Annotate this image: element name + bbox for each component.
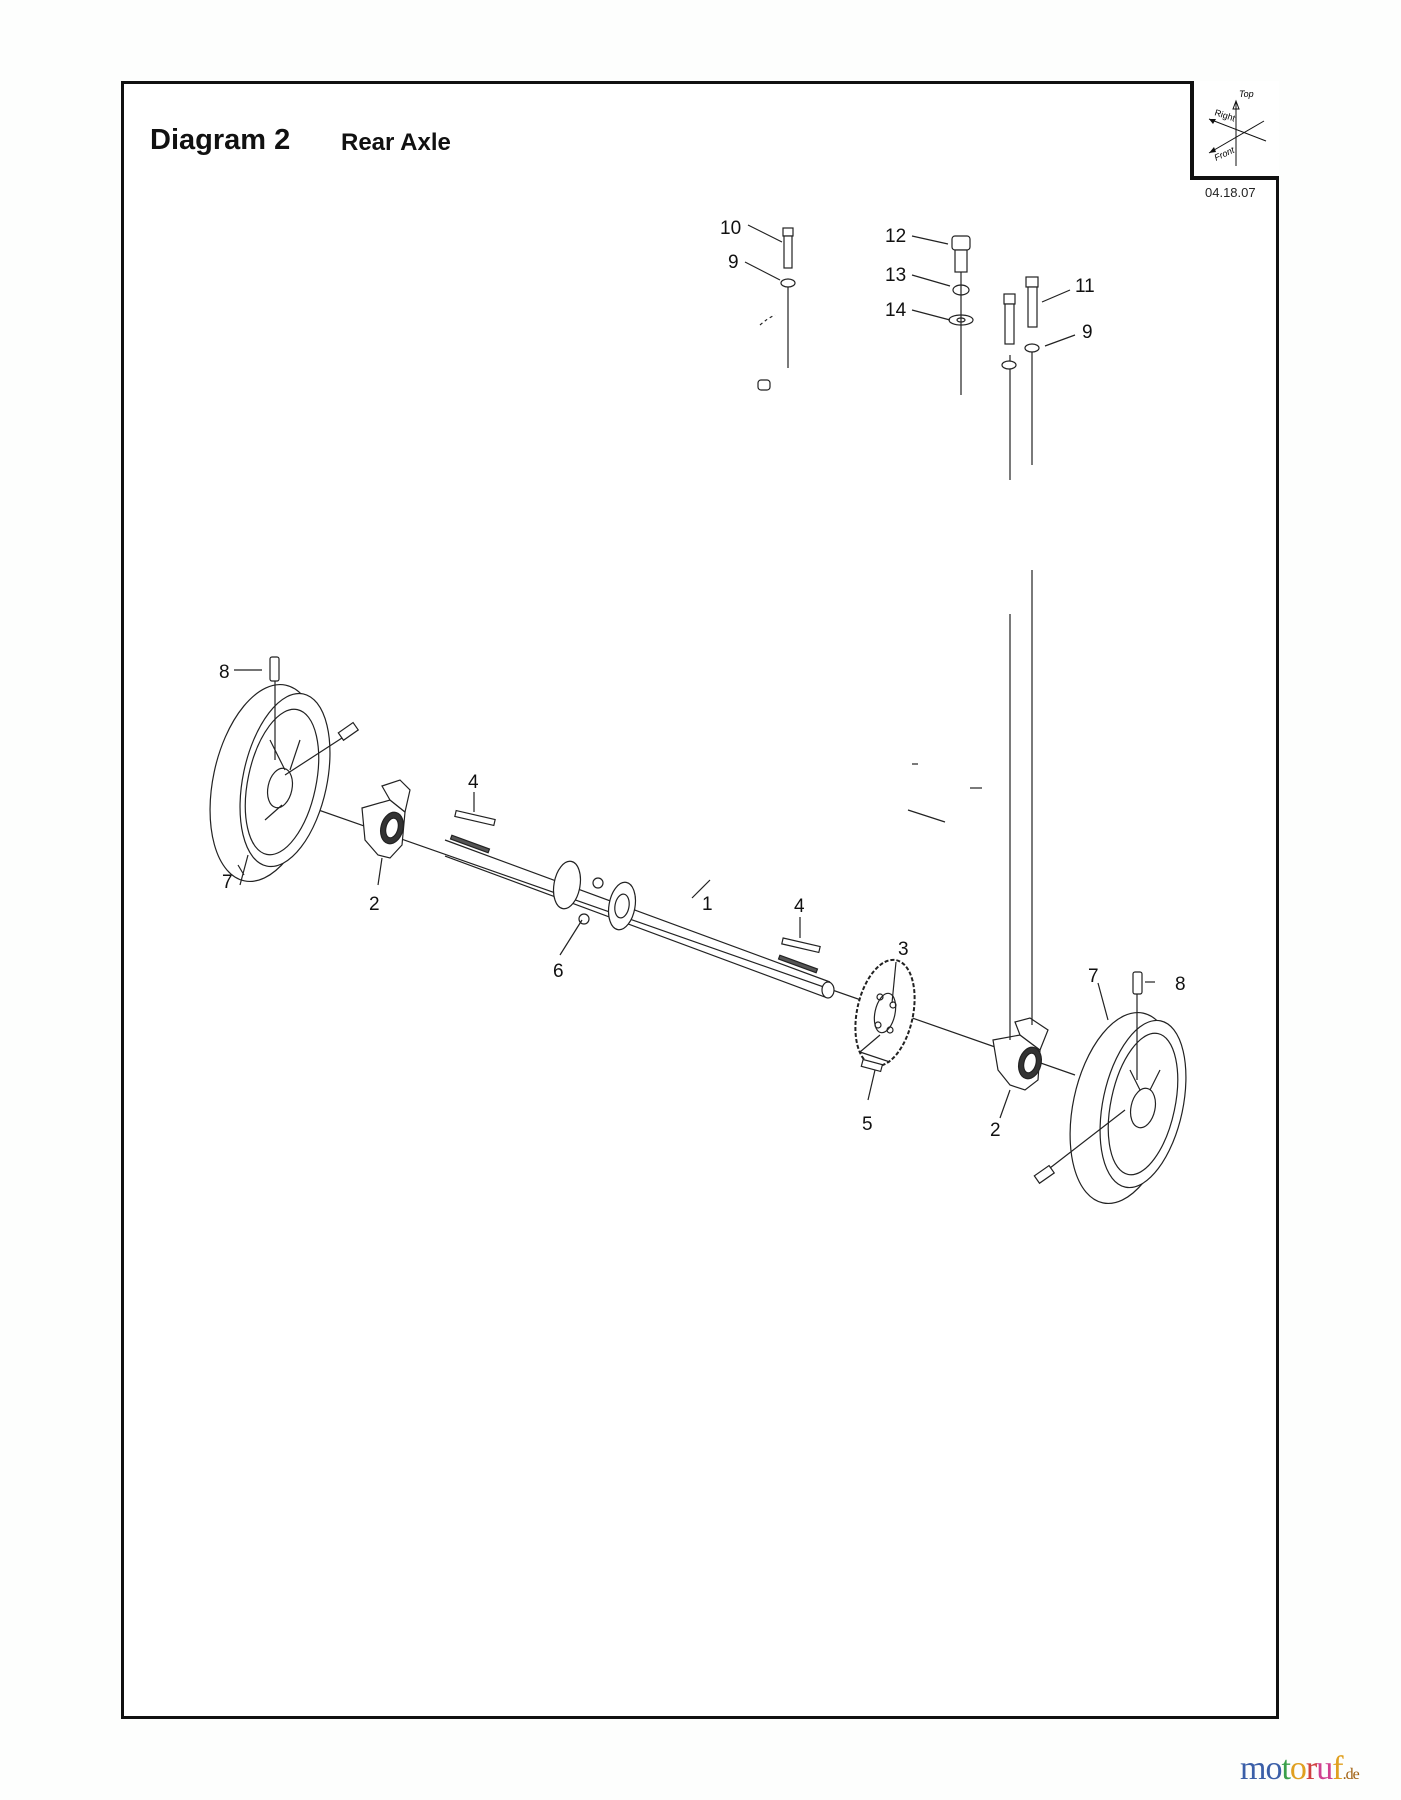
callout-8-left: 8 [219,662,230,683]
nut-icon [592,877,604,889]
callout-5: 5 [862,1114,873,1135]
callout-4-right: 4 [794,896,805,917]
callout-9-left: 9 [728,252,739,273]
axis-orientation-icon: Top Right Front [1208,89,1267,166]
callout-14: 14 [885,300,907,321]
callout-10: 10 [720,218,741,239]
key-left-icon [454,792,496,827]
callout-4-left: 4 [468,772,479,793]
watermark-letter: r [1305,1750,1317,1787]
callout-9-right: 9 [1082,322,1093,343]
callout-12: 12 [885,226,906,247]
watermark-letter: u [1316,1750,1333,1787]
bolt-icon [859,1034,891,1073]
bolt-10-icon [757,227,796,391]
callout-2-left: 2 [369,894,380,915]
date-code: 04.18.07 [1205,185,1256,200]
callout-7-right: 7 [1088,966,1099,987]
coupling-flange-icon [552,860,637,931]
diagram-frame [121,81,1279,1719]
watermark-letter: f [1332,1750,1343,1787]
watermark-logo: motoruf.de [1240,1750,1360,1788]
watermark-letter: t [1281,1750,1291,1787]
set-screw-right-icon [1033,1109,1126,1185]
bolt-12-icon [948,235,974,395]
pin-left-icon [269,656,280,760]
bearing-housing-right-icon [992,1017,1049,1091]
pin-right-icon [1132,971,1143,1080]
key-right-icon [781,917,821,954]
watermark-suffix: .de [1342,1766,1360,1783]
wheel-right-icon [1069,1011,1187,1205]
wheel-left-icon [209,683,331,883]
bolt-11-icon [1024,276,1040,353]
callout-3: 3 [898,939,909,960]
sprocket-icon [854,958,916,1068]
watermark-letter: o [1265,1750,1282,1787]
axle-shaft-icon [444,834,835,999]
bolt-11-icon [1001,293,1017,370]
callout-7-left: 7 [222,872,233,893]
diagram-title: Diagram 2 [150,124,291,156]
callout-8-right: 8 [1175,974,1186,995]
callout-6: 6 [553,961,564,982]
watermark-letter: m [1240,1750,1266,1787]
callout-13: 13 [885,265,906,286]
orientation-indicator: Top Right Front [1190,81,1279,180]
axle-centerline [269,792,1076,1076]
orientation-top-label: Top [1239,89,1254,99]
watermark-letter: o [1289,1750,1307,1787]
callout-1: 1 [702,894,713,915]
callout-2-right: 2 [990,1120,1001,1141]
callout-11: 11 [1075,276,1095,297]
set-screw-left-icon [284,721,360,776]
bearing-housing-left-icon [361,779,411,859]
diagram-subtitle: Rear Axle [341,129,451,156]
